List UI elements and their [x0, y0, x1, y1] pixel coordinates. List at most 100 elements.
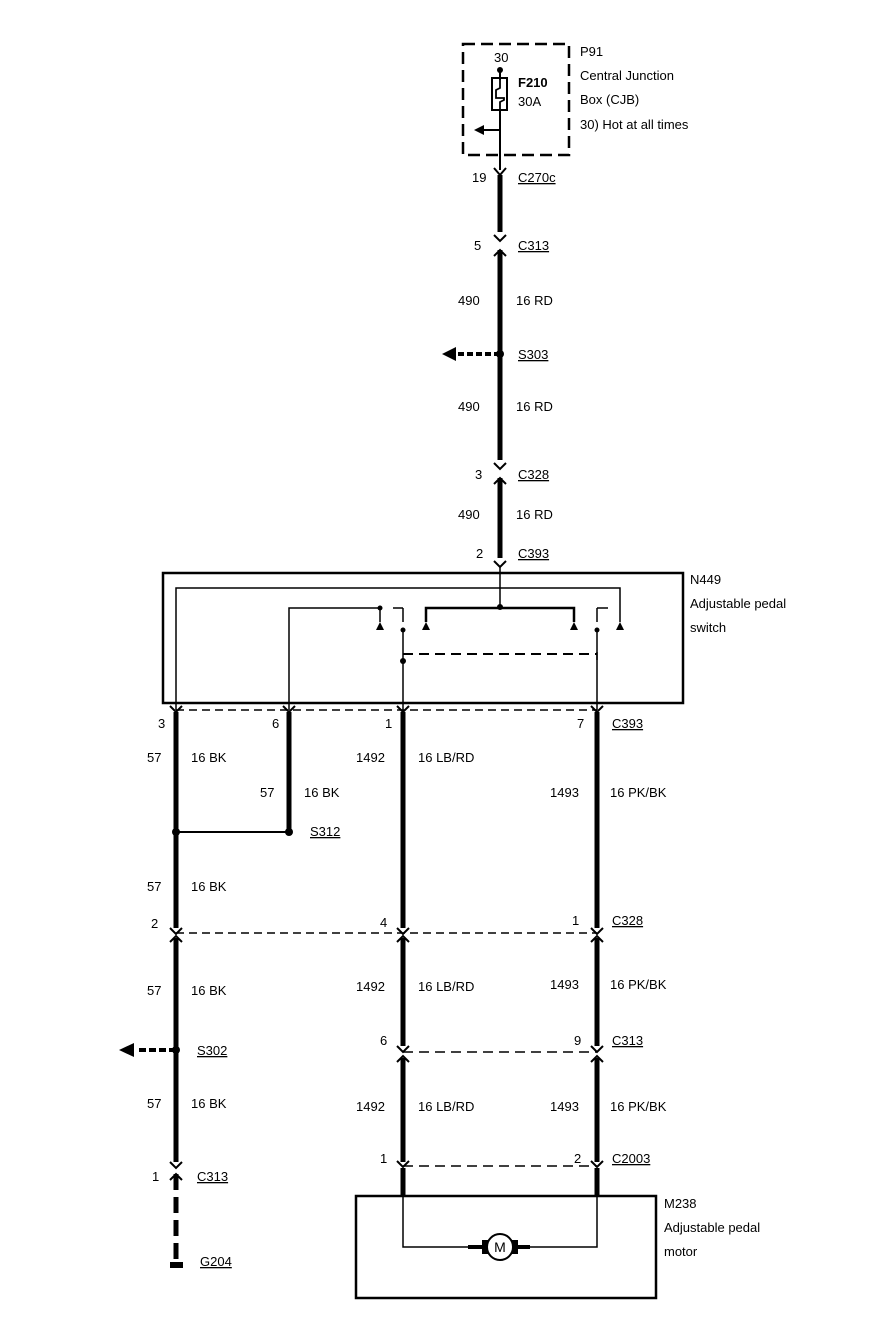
motor-lead-left	[402, 1196, 482, 1248]
connector-c328-bottom: 2 4 1 C328	[151, 913, 643, 943]
c2003-label: C2003	[612, 1151, 650, 1166]
motor-box	[354, 1194, 658, 1300]
s302-label: S302	[197, 1043, 227, 1058]
switch-name-line2: switch	[690, 620, 726, 635]
splice-s303: S303	[442, 347, 548, 362]
c2003-pin-left: 1	[380, 1151, 387, 1166]
wire-i-color: 16 BK	[191, 1096, 227, 1111]
c313-mid-pin-mid: 6	[380, 1033, 387, 1048]
c313-mid-label: C313	[612, 1033, 643, 1048]
c393-pin-3: 3	[158, 716, 165, 731]
harness-wires	[173, 712, 600, 1262]
wire-j-circuit: 1492	[356, 1099, 385, 1114]
c328-pin-mid: 4	[380, 915, 387, 930]
cjb-power-note: 30) Hot at all times	[580, 117, 689, 132]
connector-c313-mid: 6 9 C313	[380, 1033, 643, 1063]
c328-top-pin: 3	[475, 467, 482, 482]
wire-a-color: 16 BK	[191, 750, 227, 765]
ground-symbol	[170, 1262, 183, 1268]
c393-pin-7: 7	[577, 716, 584, 731]
switch-internal-feed-bar	[424, 606, 576, 622]
connector-c393-top: 2 C393	[476, 546, 549, 569]
connector-c328-top: 3 C328	[475, 462, 549, 485]
wire-h-circuit: 1493	[550, 977, 579, 992]
c270c-pin: 19	[472, 170, 486, 185]
motor-symbol: M	[494, 1239, 506, 1255]
central-junction-box: P91 Central Junction Box (CJB) 30) Hot a…	[461, 42, 689, 170]
c313-mid-pin-right: 9	[574, 1033, 581, 1048]
motor-name-line2: motor	[664, 1244, 698, 1259]
wire-a-circuit: 57	[147, 750, 161, 765]
fuse-terminal-label: 30	[494, 50, 508, 65]
c328-bottom-label: C328	[612, 913, 643, 928]
splice-s302: S302	[119, 1043, 227, 1058]
switch-internal-ground-right	[288, 607, 381, 710]
c2003-pin-right: 2	[574, 1151, 581, 1166]
upper-wire-labels: 57 16 BK 57 16 BK 1492 16 LB/RD 1493 16 …	[147, 750, 667, 800]
wire-j-color: 16 LB/RD	[418, 1099, 474, 1114]
wire-b-circuit: 57	[260, 785, 274, 800]
wire-i-circuit: 57	[147, 1096, 161, 1111]
wire-g-color: 16 LB/RD	[418, 979, 474, 994]
connector-c2003: 1 2 C2003	[380, 1151, 650, 1196]
s303-label: S303	[518, 347, 548, 362]
wire-d-circuit: 1493	[550, 785, 579, 800]
ground-g204: G204	[170, 1254, 232, 1269]
cjb-dashed-border	[461, 42, 571, 157]
middle-wire-labels: 57 16 BK 1492 16 LB/RD 1493 16 PK/BK	[147, 977, 667, 998]
switch-box	[161, 571, 685, 705]
switch-name-line1: Adjustable pedal	[690, 596, 786, 611]
s302-arrow	[119, 1043, 134, 1057]
wire-k-color: 16 PK/BK	[610, 1099, 667, 1114]
feed-wire1-circuit: 490	[458, 293, 480, 308]
motor-lead-right	[518, 1196, 598, 1248]
wire-f-color: 16 BK	[191, 983, 227, 998]
c313-top-label: C313	[518, 238, 549, 253]
c328-pin-right: 1	[572, 913, 579, 928]
c393-pin-1: 1	[385, 716, 392, 731]
wire-e-color: 16 BK	[191, 879, 227, 894]
feed-wire2-circuit: 490	[458, 399, 480, 414]
motor-name-line1: Adjustable pedal	[664, 1220, 760, 1235]
cjb-id: P91	[580, 44, 603, 59]
switch-internal-ground-left	[175, 587, 621, 710]
connector-c313-bottom: 1 C313	[152, 1161, 228, 1184]
adjustable-pedal-switch: N449 Adjustable pedal switch	[161, 571, 786, 710]
cjb-name-line1: Central Junction	[580, 68, 674, 83]
switch-id: N449	[690, 572, 721, 587]
c270c-label: C270c	[518, 170, 556, 185]
c313-bottom-pin: 1	[152, 1169, 159, 1184]
c393-top-pin: 2	[476, 546, 483, 561]
ground-label: G204	[200, 1254, 232, 1269]
wire-g-circuit: 1492	[356, 979, 385, 994]
connector-c313-top: 5 C313	[474, 234, 549, 257]
splice-s312: S312	[172, 824, 340, 839]
wire-f-circuit: 57	[147, 983, 161, 998]
feed-wire3-circuit: 490	[458, 507, 480, 522]
wire-b-color: 16 BK	[304, 785, 340, 800]
c393-bottom-label: C393	[612, 716, 643, 731]
cjb-name-line2: Box (CJB)	[580, 92, 639, 107]
c393-top-label: C393	[518, 546, 549, 561]
feed-wire3-color: 16 RD	[516, 507, 553, 522]
motor-id: M238	[664, 1196, 697, 1211]
s303-arrow	[442, 347, 456, 361]
cjb-internal-arrow-head	[474, 125, 484, 135]
wire-k-circuit: 1493	[550, 1099, 579, 1114]
motor-symbol-icon	[486, 1233, 514, 1261]
wire-e-circuit: 57	[147, 879, 161, 894]
connector-c270c: 19 C270c	[472, 167, 556, 185]
feed-circuit: 19 C270c 5 C313 490 16 RD S303 490 16 RD…	[442, 167, 556, 607]
wire-c-circuit: 1492	[356, 750, 385, 765]
wire-h-color: 16 PK/BK	[610, 977, 667, 992]
s312-label: S312	[310, 824, 340, 839]
c328-top-label: C328	[518, 467, 549, 482]
wire-d-color: 16 PK/BK	[610, 785, 667, 800]
fuse-element	[495, 80, 505, 110]
lower-wire-labels: 57 16 BK 1492 16 LB/RD 1493 16 PK/BK	[147, 1096, 667, 1114]
adjustable-pedal-motor: M238 Adjustable pedal motor M	[354, 1194, 760, 1300]
fuse-rating: 30A	[518, 94, 541, 109]
fuse-id: F210	[518, 75, 548, 90]
c313-top-pin: 5	[474, 238, 481, 253]
